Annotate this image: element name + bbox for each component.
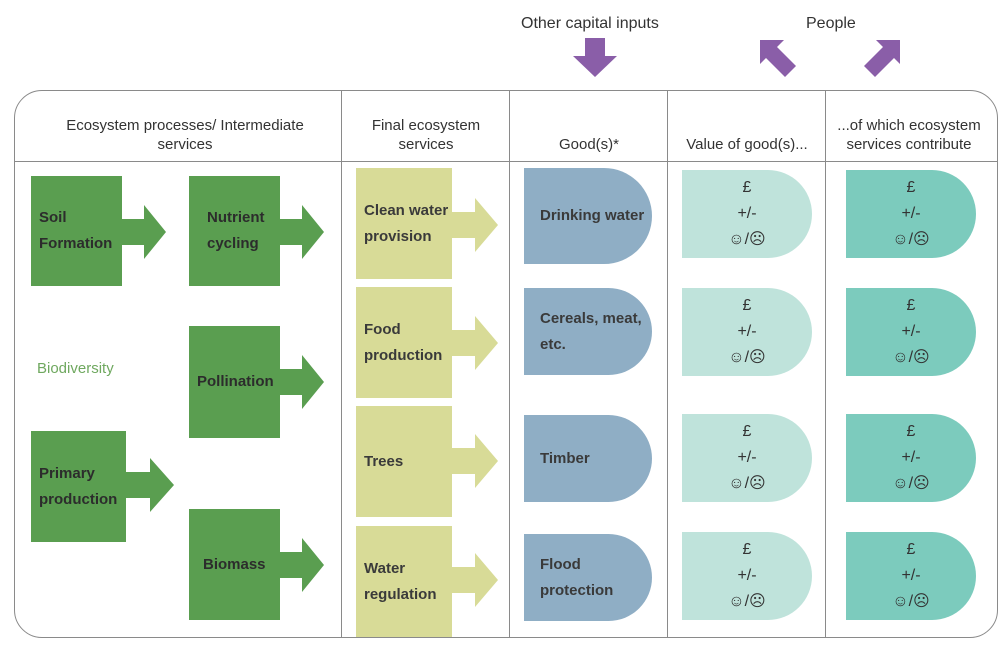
header-processes: Ecosystem processes/ Intermediate servic… [66, 117, 304, 153]
biomass-box: Biomass [189, 509, 280, 620]
diagram-frame: Ecosystem processes/ Intermediate servic… [14, 90, 998, 638]
biomass-label: Biomass [203, 555, 266, 573]
arrow-icon [452, 198, 498, 252]
value-box: £ +/- ☺/☹ [682, 170, 812, 258]
other-capital-inputs-label: Other capital inputs [521, 15, 659, 32]
final-service-label: Water regulation [364, 559, 437, 603]
header-final-services: Final ecosystem services [371, 117, 481, 153]
pound-sign: £ [906, 297, 916, 314]
final-service-box: Clean water provision [356, 168, 452, 279]
primary-production-label: Primary production [39, 464, 118, 508]
up-left-arrow-icon [760, 40, 796, 77]
good-box: Flood protection [524, 534, 652, 621]
good-box: Timber [524, 415, 652, 502]
pound-sign: £ [906, 423, 916, 440]
contribution-box: £ +/- ☺/☹ [846, 170, 976, 258]
smiley-icon: ☺/☹ [892, 593, 930, 610]
arrow-icon [280, 205, 324, 259]
arrow-icon [280, 538, 324, 592]
divider [667, 91, 668, 637]
smiley-icon: ☺/☹ [728, 349, 766, 366]
contribution-box: £ +/- ☺/☹ [846, 288, 976, 376]
good-box: Cereals, meat, etc. [524, 288, 652, 375]
smiley-icon: ☺/☹ [728, 475, 766, 492]
down-arrow-icon [573, 38, 617, 77]
plus-minus: +/- [901, 449, 921, 466]
good-label: Timber [540, 449, 590, 467]
header-value: Value of good(s)... [686, 136, 808, 153]
arrow-icon [122, 205, 166, 259]
soil-formation-box: Soil Formation [31, 176, 122, 286]
pollination-label: Pollination [197, 373, 274, 390]
plus-minus: +/- [737, 205, 757, 222]
value-box: £ +/- ☺/☹ [682, 532, 812, 620]
final-service-box: Food production [356, 287, 452, 398]
divider [341, 91, 342, 637]
smiley-icon: ☺/☹ [892, 349, 930, 366]
pound-sign: £ [742, 179, 752, 196]
final-service-box: Water regulation [356, 526, 452, 637]
value-box: £ +/- ☺/☹ [682, 414, 812, 502]
good-box: Drinking water [524, 168, 652, 264]
arrow-icon [452, 434, 498, 488]
good-label: Cereals, meat, etc. [540, 309, 642, 353]
people-label: People [806, 15, 856, 32]
pound-sign: £ [742, 541, 752, 558]
pound-sign: £ [906, 541, 916, 558]
header-goods: Good(s)* [558, 136, 620, 153]
header-contribution: ...of which ecosystem services contribut… [837, 117, 981, 153]
plus-minus: +/- [737, 567, 757, 584]
contribution-box: £ +/- ☺/☹ [846, 414, 976, 502]
good-label: Drinking water [540, 207, 645, 224]
pollination-box: Pollination [189, 326, 280, 438]
smiley-icon: ☺/☹ [892, 231, 930, 248]
plus-minus: +/- [737, 323, 757, 340]
pound-sign: £ [742, 297, 752, 314]
smiley-icon: ☺/☹ [728, 593, 766, 610]
final-service-box: Trees [356, 406, 452, 517]
smiley-icon: ☺/☹ [728, 231, 766, 248]
divider [509, 91, 510, 637]
arrow-icon [126, 458, 174, 512]
arrow-icon [452, 316, 498, 370]
final-service-label: Trees [364, 452, 404, 470]
plus-minus: +/- [737, 449, 757, 466]
up-right-arrow-icon [864, 40, 900, 77]
contribution-box: £ +/- ☺/☹ [846, 532, 976, 620]
header-divider [15, 161, 997, 162]
pound-sign: £ [906, 179, 916, 196]
biodiversity-label: Biodiversity [37, 360, 114, 377]
plus-minus: +/- [901, 323, 921, 340]
divider [825, 91, 826, 637]
pound-sign: £ [742, 423, 752, 440]
plus-minus: +/- [901, 567, 921, 584]
smiley-icon: ☺/☹ [892, 475, 930, 492]
soil-formation-label: Soil Formation [39, 209, 113, 252]
good-label: Flood protection [540, 555, 614, 599]
primary-production-box: Primary production [31, 431, 126, 542]
nutrient-cycling-box: Nutrient cycling [189, 176, 280, 286]
plus-minus: +/- [901, 205, 921, 222]
final-service-label: Food production [364, 320, 443, 364]
final-service-label: Clean water provision [364, 201, 449, 245]
value-box: £ +/- ☺/☹ [682, 288, 812, 376]
nutrient-cycling-label: Nutrient cycling [207, 209, 265, 252]
arrow-icon [280, 355, 324, 409]
arrow-icon [452, 553, 498, 607]
